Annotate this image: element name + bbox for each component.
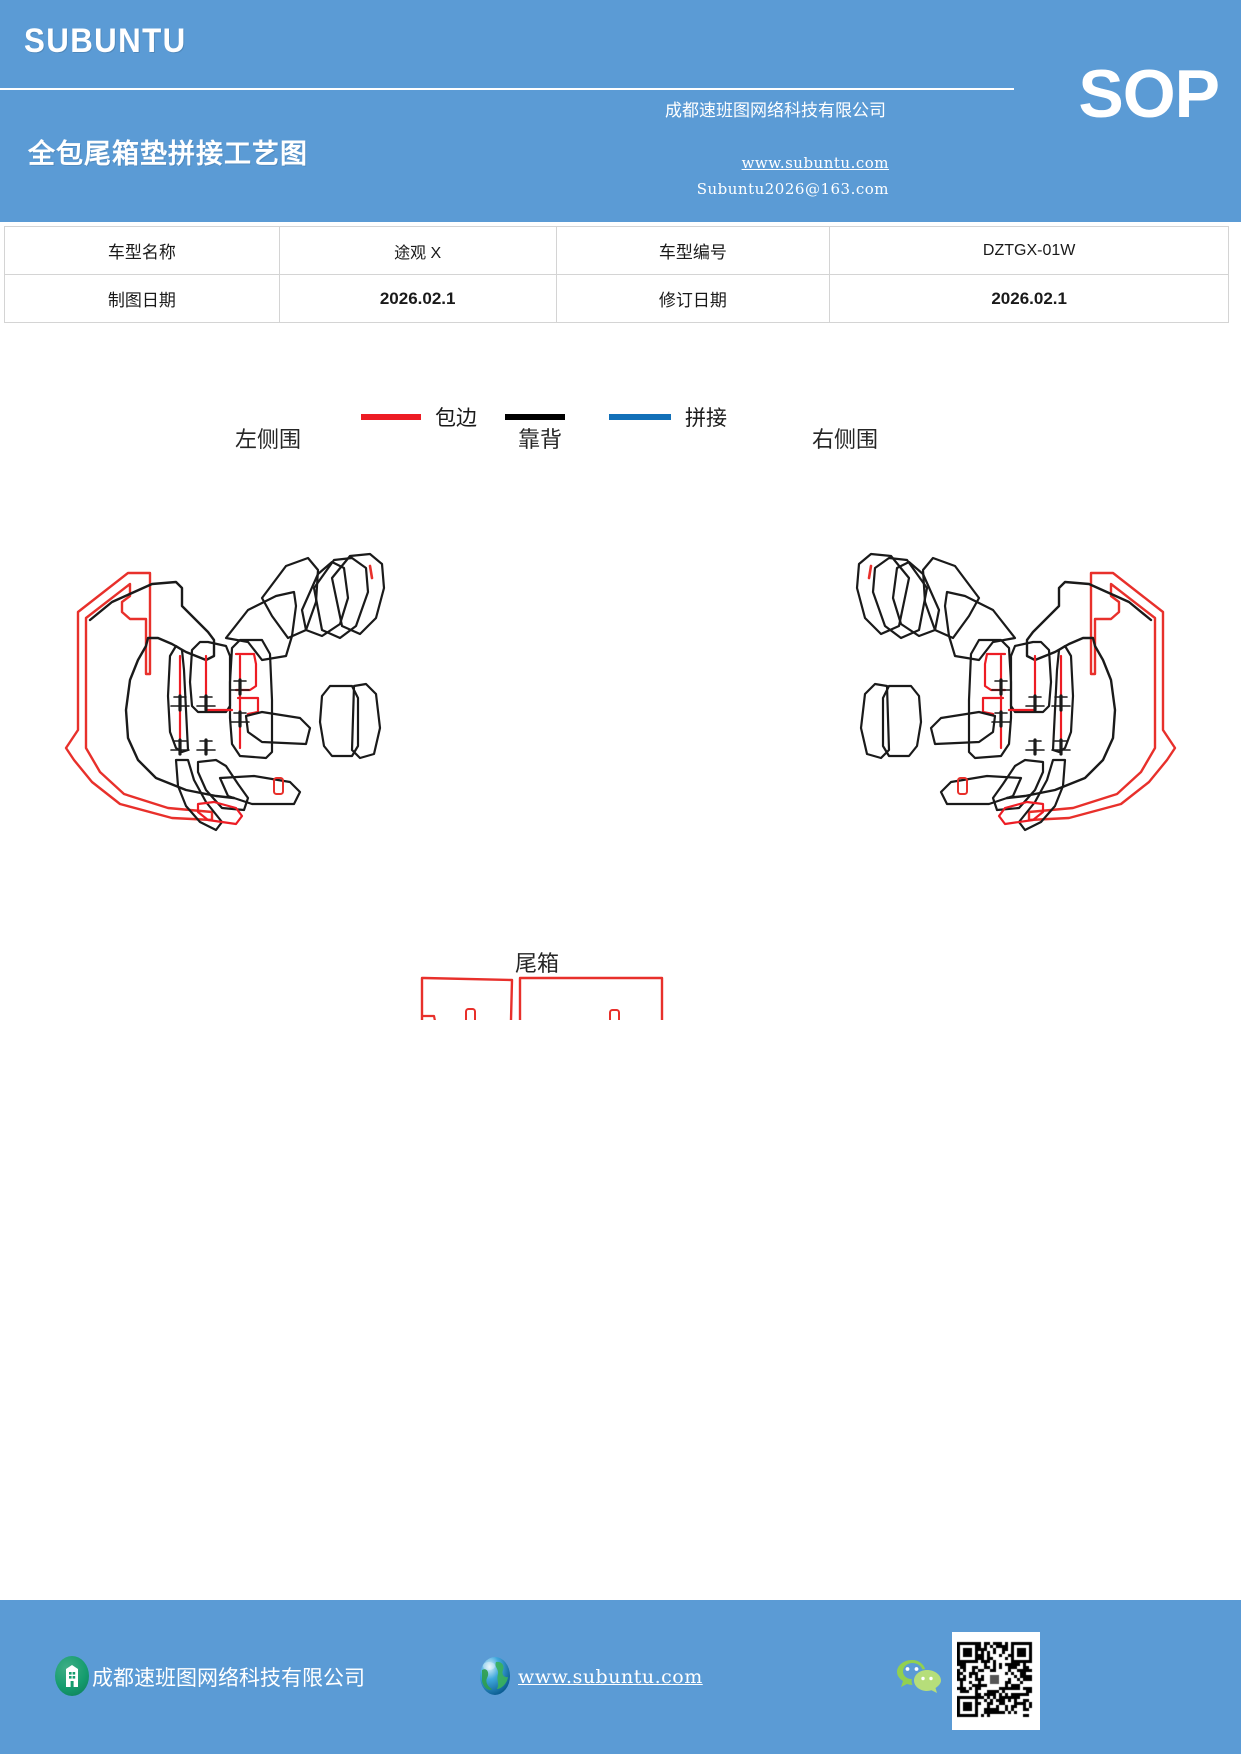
pattern-outline <box>929 710 997 746</box>
legend-item-seam: 拼接 <box>505 402 727 432</box>
draw-date-label: 制图日期 <box>4 274 280 323</box>
footer-website-link[interactable]: www.subuntu.com <box>518 1666 703 1688</box>
pattern-outline <box>196 800 244 826</box>
pattern-outline <box>967 638 1013 760</box>
pattern-outline <box>859 682 891 760</box>
model-code-value: DZTGX-01W <box>829 226 1229 275</box>
pattern-outline <box>939 774 1023 806</box>
header-divider <box>0 88 1014 90</box>
technical-drawing-area <box>0 460 1241 1342</box>
wechat-glyph-icon <box>897 1660 941 1693</box>
legend-item-binding: 包边 <box>361 402 477 432</box>
pattern-outline <box>88 580 236 800</box>
pattern-outline <box>891 560 941 638</box>
building-icon <box>55 1656 89 1696</box>
pattern-outline <box>350 682 382 760</box>
qr-code <box>952 1632 1040 1730</box>
pattern-outline <box>218 774 302 806</box>
pattern-outline <box>174 758 224 832</box>
pattern-notch <box>609 1009 620 1028</box>
pattern-outline <box>330 552 386 636</box>
vehicle-info-table: 车型名称 途观 X 车型编号 DZTGX-01W 制图日期 2026.02.1 … <box>4 226 1229 323</box>
line-swatch-blue-icon <box>609 414 671 420</box>
pattern-outline <box>943 590 1017 662</box>
pattern-outline <box>867 564 873 580</box>
pattern-outline <box>871 556 929 640</box>
pattern-outline <box>1017 758 1067 832</box>
pattern-notch <box>465 1008 476 1027</box>
pattern-outline <box>518 976 664 1092</box>
header-website-link[interactable]: www.subuntu.com <box>741 154 889 172</box>
table-row: 制图日期 2026.02.1 修订日期 2026.02.1 <box>4 274 1229 323</box>
globe-icon <box>476 1656 514 1696</box>
line-swatch-red-icon <box>361 414 421 420</box>
pattern-outline <box>368 564 374 580</box>
section-label-right-side: 右侧围 <box>812 428 879 453</box>
pattern-outline <box>1009 640 1053 714</box>
legend-label-binding: 包边 <box>435 406 477 430</box>
pattern-outline <box>300 560 350 638</box>
section-label-left-side: 左侧围 <box>235 428 302 453</box>
draw-date-value: 2026.02.1 <box>278 274 557 323</box>
brand-logo: SUBUNTU <box>24 22 187 60</box>
wechat-icon <box>896 1658 944 1696</box>
pattern-outline <box>1005 580 1153 800</box>
pattern-outline <box>312 556 370 640</box>
pattern-outline <box>881 684 923 758</box>
pattern-outline <box>1051 644 1075 754</box>
globe-glyph-icon <box>480 1657 510 1695</box>
pattern-diagram-svg <box>64 552 1177 1342</box>
page-footer: 成都速班图网络科技有限公司 www.subuntu.com <box>0 1600 1241 1754</box>
pattern-outline <box>228 638 274 760</box>
pattern-outline <box>244 710 312 746</box>
pattern-outline <box>420 1014 438 1062</box>
revise-date-label: 修订日期 <box>555 274 831 323</box>
revise-date-value: 2026.02.1 <box>829 274 1229 323</box>
page-header: SUBUNTU 全包尾箱垫拼接工艺图 SOP 成都速班图网络科技有限公司 www… <box>0 0 1241 222</box>
model-name-label: 车型名称 <box>4 226 280 275</box>
pattern-outline <box>997 800 1045 826</box>
line-swatch-black-icon <box>505 414 565 420</box>
pattern-outline <box>204 654 234 712</box>
footer-company-name: 成都速班图网络科技有限公司 <box>92 1666 365 1690</box>
pattern-outline <box>236 696 260 716</box>
sop-badge: SOP <box>1078 56 1220 132</box>
table-row: 车型名称 途观 X 车型编号 DZTGX-01W <box>4 226 1229 275</box>
pattern-outline <box>188 640 232 714</box>
pattern-outline <box>991 758 1045 812</box>
model-name-value: 途观 X <box>278 226 557 275</box>
pattern-outline <box>1007 654 1037 712</box>
building-glyph-icon <box>66 1665 78 1687</box>
pattern-outline <box>981 696 1005 716</box>
pattern-outline <box>224 590 298 662</box>
legend: 包边 拼接 <box>0 398 1241 438</box>
pattern-outline <box>166 644 190 754</box>
pattern-notch <box>957 777 968 795</box>
page-title: 全包尾箱垫拼接工艺图 <box>28 139 308 170</box>
pattern-notch <box>273 777 284 795</box>
pattern-outline <box>1027 571 1177 822</box>
section-label-backrest: 靠背 <box>518 428 563 453</box>
header-company-name: 成都速班图网络科技有限公司 <box>665 101 886 121</box>
pattern-outline <box>855 552 911 636</box>
legend-label-seam: 拼接 <box>685 406 727 430</box>
pattern-outline <box>196 758 250 812</box>
model-code-label: 车型编号 <box>555 226 831 275</box>
pattern-outline <box>318 684 360 758</box>
pattern-outline <box>64 571 214 822</box>
header-email: Subuntu2026@163.com <box>696 180 889 198</box>
section-label-trunk: 尾箱 <box>515 952 560 977</box>
